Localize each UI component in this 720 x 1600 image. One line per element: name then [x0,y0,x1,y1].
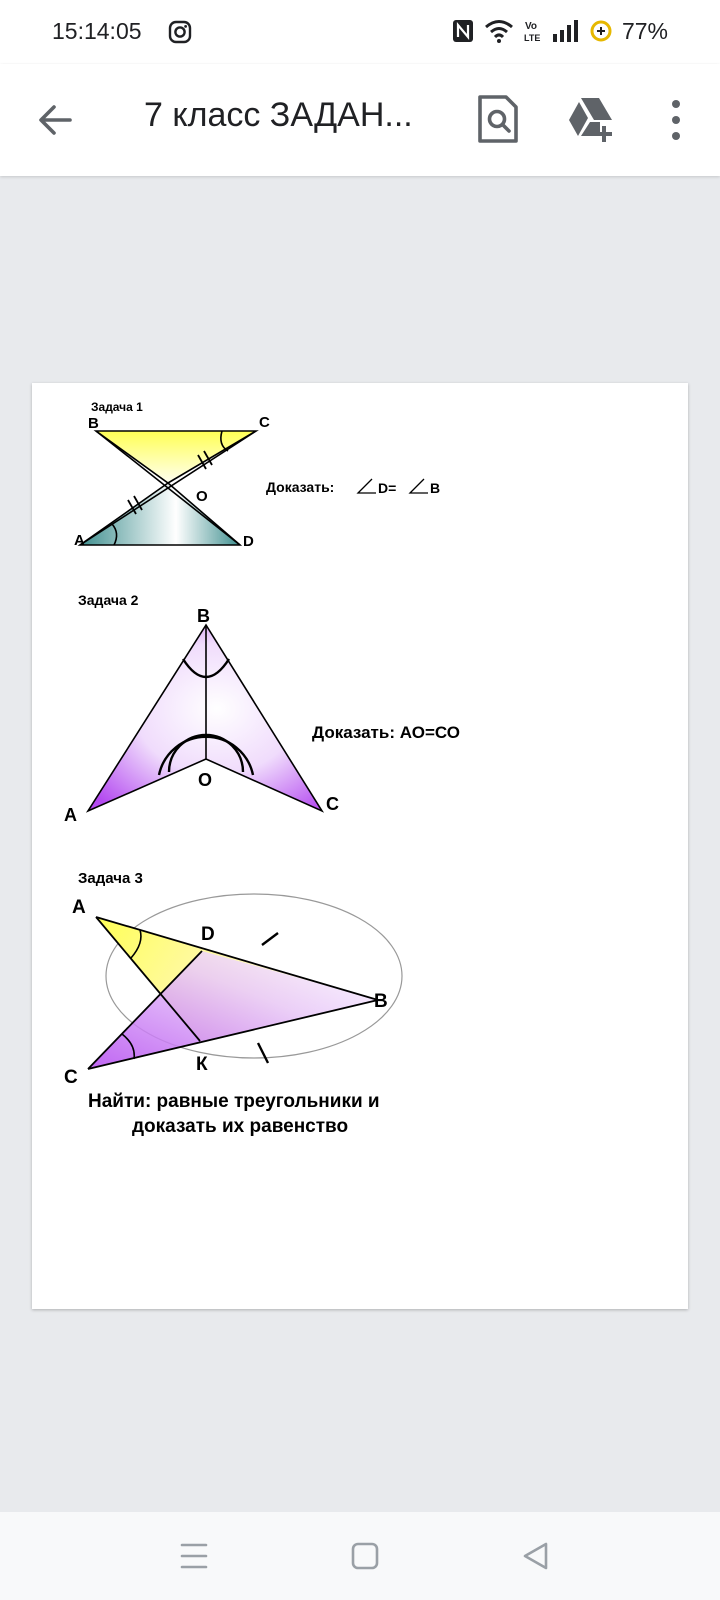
problem1-prove-label: Доказать: [266,479,334,495]
problem1-prove-d: D= [378,480,396,496]
problem2-label-a: A [64,805,77,825]
problem3-angle-a-arc [130,929,142,959]
svg-text:LTE: LTE [524,33,540,43]
problem3-tick-kb [256,1042,270,1064]
back-triangle-icon[interactable] [512,1532,560,1580]
problem1-label-b: B [88,415,99,432]
problem3-title: Задача 3 [78,870,143,887]
problem2-angle-b-arc [181,658,231,678]
document-title: 7 класс ЗАДАН... [144,96,413,134]
problem2-title: Задача 2 [78,592,139,608]
home-icon[interactable] [341,1532,389,1580]
signal-icon [552,20,578,42]
recent-apps-icon[interactable] [170,1532,218,1580]
problem3-ellipse [105,893,403,1059]
problem3-label-c: C [64,1067,78,1088]
more-options-icon[interactable] [664,96,688,144]
angle-symbol-icon [408,478,428,494]
system-navigation-bar [0,1512,720,1600]
problem3-segment-cd [87,950,203,1070]
back-arrow-icon[interactable] [32,96,80,144]
add-to-drive-icon[interactable] [566,94,618,144]
problem2-angle-aob-arc-outer [157,735,255,776]
problem2-prove: Доказать: АО=СО [312,723,460,742]
problem3-segment-ab [95,916,379,1001]
svg-text:Vo: Vo [525,21,537,32]
nfc-icon [452,20,473,42]
problem3-tick-db [261,932,279,946]
status-icons: Vo LTE 77% [452,16,668,46]
status-time: 15:14:05 [52,18,142,44]
battery-saver-icon [590,20,612,42]
problem3-angle-c-arc [121,1033,136,1060]
problem2-label-c: C [326,794,339,814]
problem3-label-a: A [72,897,86,918]
problem2-angle-aob-arc-inner [167,733,245,773]
problem1-tick-ao [127,495,143,515]
problem1-prove-b: B [430,480,440,496]
problem3-label-b: B [374,991,388,1012]
problem3-segment-ak [95,916,201,1042]
geometry-figures: Задача 1 B C O A D Доказать: D= B Задача… [64,400,460,1137]
document-page: Задача 1 B C O A D Доказать: D= B Задача… [32,383,688,1309]
problem1-label-a: A [74,532,85,549]
battery-percent: 77% [621,17,668,44]
instagram-icon [168,20,192,44]
problem3-task-line2: доказать их равенство [132,1116,348,1137]
problem2-label-b: B [197,606,210,626]
app-toolbar: 7 класс ЗАДАН... [0,64,720,176]
problem1-tick-oc [197,450,213,470]
problem3-triangle-cbd [88,951,378,1069]
problem1-title: Задача 1 [91,400,143,414]
wifi-icon [484,20,513,43]
problem1-label-o: O [196,488,208,505]
problem1-triangle-boc [93,430,259,484]
problem1-angle-a-arc [111,523,118,546]
problem3-segment-cb [87,999,379,1070]
problem3-label-k: К [196,1054,208,1075]
problem1-label-c: C [259,414,270,431]
angle-symbol-icon [356,478,376,494]
problem3-label-d: D [201,924,215,945]
problem1-triangle-aod [77,481,243,546]
problem3-task-line1: Найти: равные треугольники и [88,1091,380,1112]
problem1-segment-bd [95,430,241,546]
problem2-label-o: O [198,770,212,790]
document-search-icon[interactable] [474,94,522,144]
status-bar: 15:14:05 Vo LTE 77% [0,0,720,64]
problem1-label-d: D [243,533,254,550]
problem1-angle-c-arc [220,430,229,452]
volte-icon: Vo LTE [524,21,540,43]
